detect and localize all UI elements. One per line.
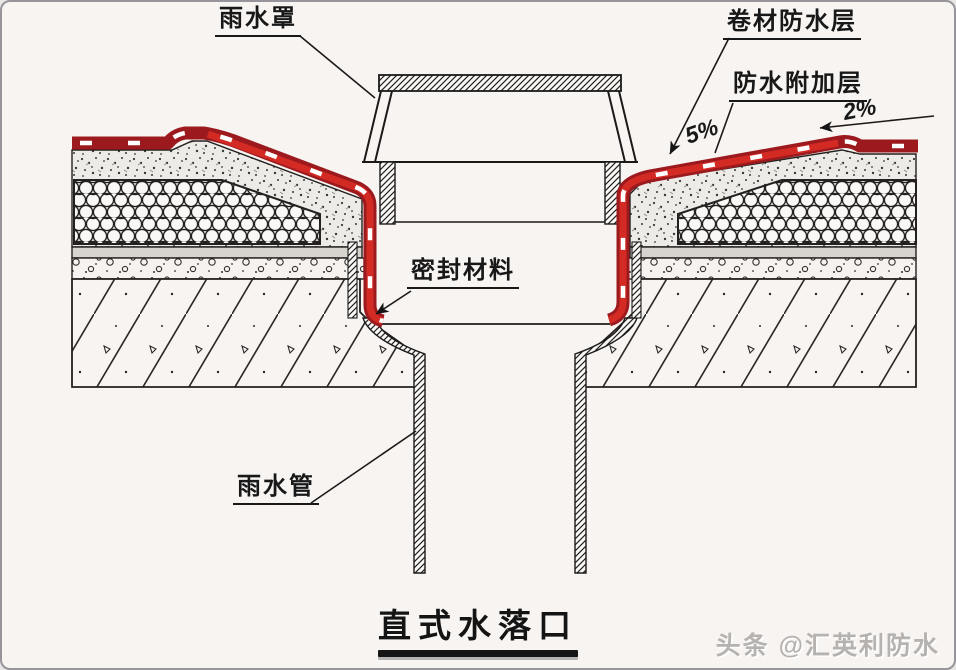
roof-assembly-left (71, 140, 416, 388)
drawing-title-block: 直式水落口 (378, 599, 578, 657)
drawing-title: 直式水落口 (378, 607, 578, 644)
insulation-layer-right (677, 179, 917, 245)
label-sealant: 密封材料 (407, 257, 519, 289)
cover-top-bar (378, 74, 622, 92)
leader-sealant (375, 290, 412, 315)
funnel-pipe-wall-left (362, 317, 426, 574)
roof-assembly-right (584, 149, 917, 388)
leader-membrane-layer (669, 37, 730, 155)
drain-flange-strip-left (347, 241, 358, 319)
label-rain-cover: 雨水罩 (215, 5, 301, 37)
rain-water-cover (362, 74, 638, 225)
drain-flange-strip-right (631, 241, 642, 319)
fine-concrete-right (627, 257, 917, 280)
insulation-layer-left (73, 179, 321, 245)
gray-band-right (629, 246, 917, 259)
leader-rain-cover (299, 35, 376, 99)
leader-slope-2pct (819, 115, 935, 133)
membrane-dashes-left (72, 130, 384, 324)
label-additional-layer: 防水附加层 (729, 70, 867, 102)
label-membrane-layer: 卷材防水层 (723, 8, 861, 40)
funnel-pipe-wall-right (574, 317, 638, 574)
drain-funnel-and-pipe (347, 241, 642, 574)
leader-rain-pipe (310, 430, 417, 504)
drain-body-wall-left (379, 161, 396, 225)
title-underline (378, 650, 578, 657)
waterproof-membrane (72, 126, 918, 328)
membrane-dashes-right (608, 139, 918, 323)
gray-band-left (71, 246, 363, 259)
leader-lines (299, 35, 935, 504)
watermark: 头条 @汇英利防水 (715, 632, 940, 660)
label-rain-pipe: 雨水管 (233, 473, 319, 505)
leader-additional-layer (714, 102, 734, 154)
fine-concrete-left (71, 257, 365, 280)
